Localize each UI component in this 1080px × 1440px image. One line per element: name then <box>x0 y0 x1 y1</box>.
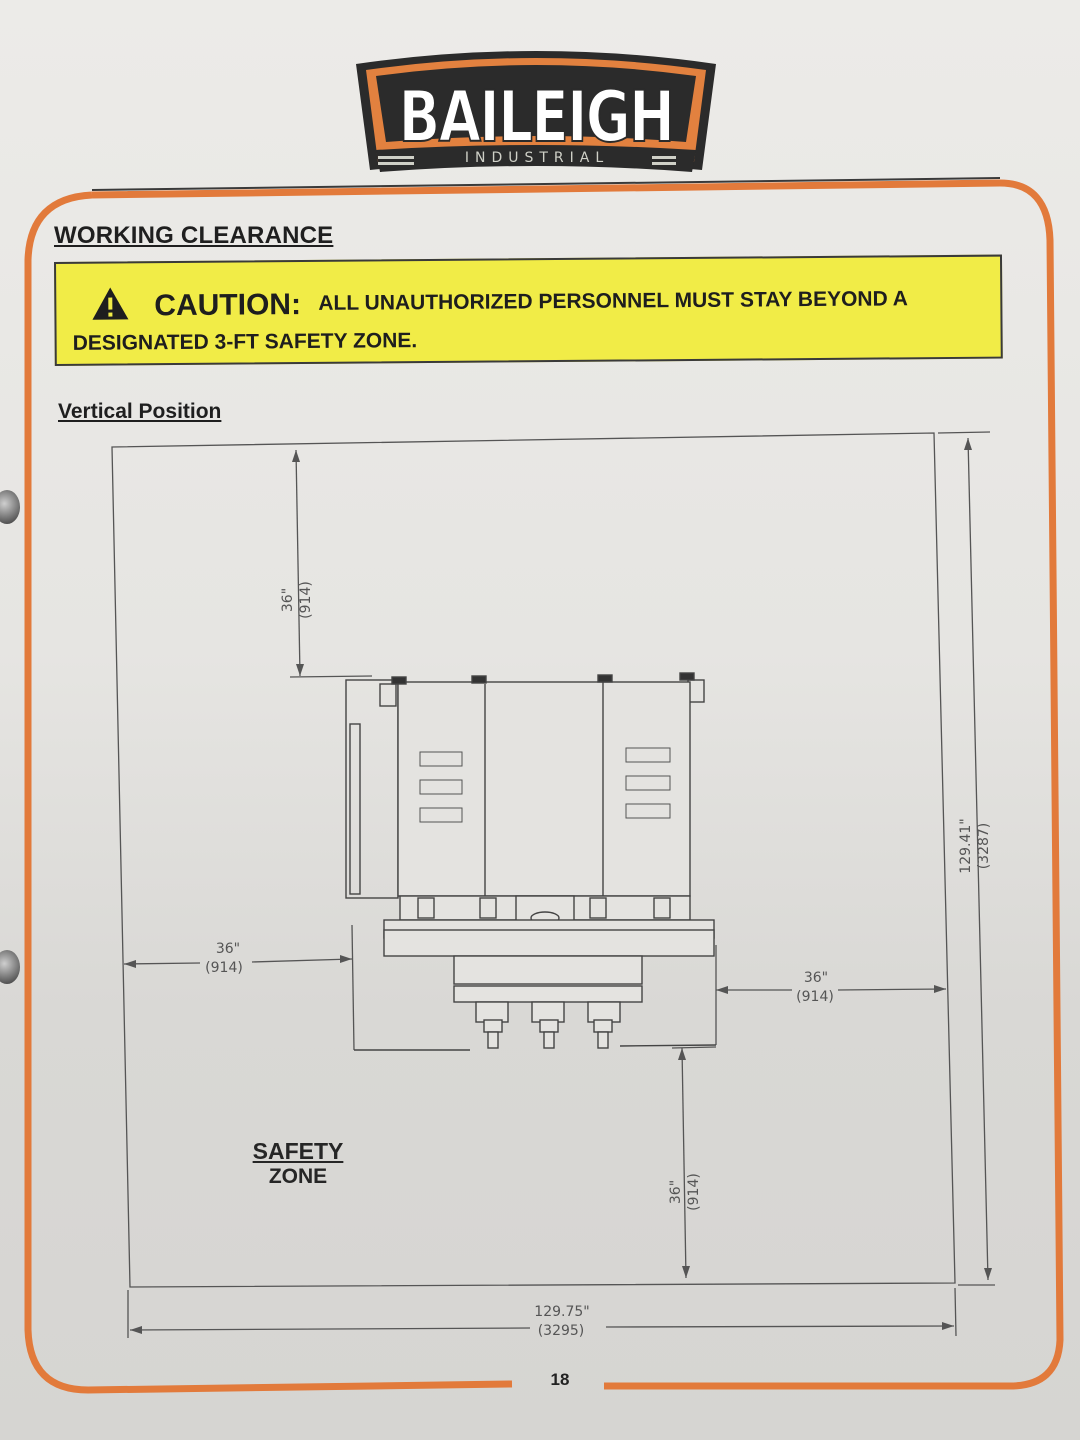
right-clearance-inches: 36" <box>804 970 828 986</box>
top-clearance-mm: (914) <box>298 581 314 619</box>
baileigh-logo: BAILEIGH INDUSTRIAL <box>352 42 720 180</box>
left-clearance-dimension-line-left <box>123 962 201 965</box>
width-dimension-line-right <box>605 1325 955 1328</box>
left-clearance-inches: 36" <box>216 941 240 957</box>
machine-vents <box>419 747 671 823</box>
subsection-title: Vertical Position <box>58 400 222 423</box>
overall-height-inches: 129.41" <box>958 818 974 873</box>
page-number: 18 <box>550 1370 570 1389</box>
section-title: WORKING CLEARANCE <box>54 222 334 249</box>
safety-zone-boundary <box>111 432 956 1288</box>
logo-tagline: INDUSTRIAL <box>464 150 610 166</box>
machine-cabinet <box>397 681 691 897</box>
right-clearance-dimension-line-right <box>837 988 947 991</box>
width-dimension-line-left <box>129 1327 531 1331</box>
warning-triangle-icon <box>92 287 129 320</box>
top-clearance-inches: 36" <box>280 588 296 612</box>
left-clearance-dimension-line-right <box>251 958 353 963</box>
bottom-clearance-inches: 36" <box>668 1180 684 1204</box>
left-clearance-mm: (914) <box>205 960 243 976</box>
caution-banner: CAUTION: ALL UNAUTHORIZED PERSONNEL MUST… <box>54 254 1003 366</box>
bottom-clearance-dimension-line <box>681 1047 687 1279</box>
binder-ring-top <box>0 490 20 524</box>
machine-drawing <box>345 672 717 1051</box>
binder-ring-bottom <box>0 950 20 984</box>
logo-badge-shape <box>356 51 716 172</box>
safety-zone-line2: ZONE <box>268 1165 328 1188</box>
top-clearance-dimension-line <box>295 449 301 677</box>
overall-width-inches: 129.75" <box>534 1304 589 1320</box>
overall-height-mm: (3287) <box>976 823 992 870</box>
safety-zone-label: SAFETY ZONE <box>240 1138 356 1190</box>
overall-width-mm: (3295) <box>538 1323 585 1339</box>
bottom-clearance-mm: (914) <box>686 1173 702 1211</box>
right-clearance-mm: (914) <box>796 989 834 1005</box>
logo-brand-text: BAILEIGH <box>398 75 676 159</box>
height-dimension-line <box>967 437 989 1281</box>
safety-zone-line1: SAFETY <box>252 1138 344 1164</box>
